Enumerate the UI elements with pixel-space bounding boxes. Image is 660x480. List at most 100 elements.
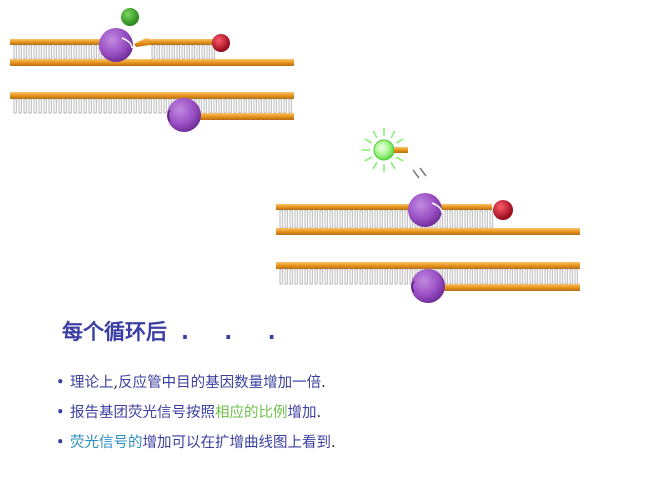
base-pair-tick	[213, 98, 217, 114]
base-pair-tick	[534, 268, 538, 285]
base-pair-tick	[309, 209, 313, 229]
base-pair-tick	[304, 209, 308, 229]
base-pair-tick	[28, 44, 32, 60]
bullet-seg: 荧光信号的	[70, 435, 143, 451]
polymerase-notch	[431, 202, 443, 214]
base-pair-tick	[23, 44, 27, 60]
base-pair-tick	[329, 209, 333, 229]
polymerase-icon	[167, 98, 201, 132]
bullet-seg: .	[316, 405, 322, 421]
template-strand-top	[10, 59, 294, 66]
base-pair-tick	[279, 268, 283, 285]
base-pair-tick	[258, 98, 262, 114]
bullet-dot-icon: •	[56, 375, 65, 391]
base-pair-tick	[479, 209, 483, 229]
base-pair-tick	[344, 268, 348, 285]
bullet-seg: .	[321, 375, 326, 391]
base-pair-tick	[273, 98, 277, 114]
base-pair-tick	[344, 209, 348, 229]
bullet-list: •理论上,反应管中目的基因数量增加一倍. •报告基团荧光信号按照相应的比例增加.…	[56, 368, 336, 458]
quencher-icon	[212, 34, 230, 52]
base-pair-tick	[339, 209, 343, 229]
base-pair-tick	[153, 98, 157, 114]
base-pair-tick	[238, 98, 242, 114]
base-pair-tick	[494, 268, 498, 285]
base-pair-tick	[13, 98, 17, 114]
base-pair-tick	[18, 98, 22, 114]
base-pair-tick	[364, 268, 368, 285]
base-pair-tick	[208, 98, 212, 114]
base-pair-tick	[78, 98, 82, 114]
base-pair-tick	[133, 98, 137, 114]
base-pair-tick	[354, 209, 358, 229]
glow-ray	[364, 156, 373, 162]
base-pair-tick	[243, 98, 247, 114]
base-pair-tick	[474, 209, 478, 229]
polymerase-icon	[99, 28, 133, 62]
base-pair-tick	[83, 44, 87, 60]
glow-ray	[364, 138, 373, 144]
base-pair-tick	[58, 44, 62, 60]
glow-ray	[395, 138, 404, 144]
base-pair-tick	[289, 268, 293, 285]
base-pair-tick	[83, 98, 87, 114]
base-pair-tick	[103, 98, 107, 114]
base-pair-tick	[504, 268, 508, 285]
base-pair-tick	[98, 98, 102, 114]
base-pair-tick	[123, 98, 127, 114]
base-pair-tick	[203, 98, 207, 114]
base-pair-tick	[549, 268, 553, 285]
base-pair-tick	[499, 268, 503, 285]
bullet-seg: 增加	[287, 405, 317, 421]
glow-ray	[395, 156, 404, 162]
base-pair-tick	[484, 268, 488, 285]
base-pair-tick	[374, 209, 378, 229]
base-pair-tick	[43, 98, 47, 114]
base-pair-tick	[449, 268, 453, 285]
base-pair-tick	[33, 98, 37, 114]
base-pair-tick	[539, 268, 543, 285]
base-pair-tick	[23, 98, 27, 114]
reporter-dye-icon	[121, 8, 139, 26]
primer-strand-lower-second	[428, 284, 580, 291]
base-pair-tick	[53, 44, 57, 60]
base-pair-tick	[148, 98, 152, 114]
base-pair-tick	[284, 268, 288, 285]
base-pair-tick	[369, 209, 373, 229]
base-pair-tick	[334, 209, 338, 229]
base-pair-tick	[464, 209, 468, 229]
base-pair-tick	[156, 44, 160, 60]
base-pair-tick	[404, 209, 408, 229]
list-item: •理论上,反应管中目的基因数量增加一倍.	[56, 368, 336, 398]
base-pair-tick	[118, 98, 122, 114]
base-pair-tick	[519, 268, 523, 285]
bullet-seg: 报告基团荧光信号按照	[70, 405, 215, 421]
base-pair-tick	[201, 44, 205, 60]
base-pair-tick	[479, 268, 483, 285]
base-pair-tick	[409, 268, 413, 285]
base-pair-tick	[489, 209, 493, 229]
base-pair-tick	[68, 44, 72, 60]
base-pair-tick	[78, 44, 82, 60]
base-pair-tick	[329, 268, 333, 285]
primer-strand-second	[180, 113, 294, 120]
lower-assembly	[276, 128, 580, 303]
base-pair-tick	[218, 98, 222, 114]
polymerase-notch	[167, 109, 171, 122]
bullet-seg: 理论上	[70, 375, 114, 391]
base-pair-tick	[364, 209, 368, 229]
base-pair-tick	[253, 98, 257, 114]
base-pair-tick	[569, 268, 573, 285]
base-pair-tick	[108, 98, 112, 114]
cleavage-marks	[412, 167, 427, 179]
base-pair-tick	[324, 268, 328, 285]
base-pair-tick	[158, 98, 162, 114]
page-title: 每个循环后. . .	[62, 316, 290, 346]
base-pair-tick	[484, 209, 488, 229]
base-pair-tick	[374, 268, 378, 285]
base-pair-tick	[359, 268, 363, 285]
base-pair-tick	[349, 268, 353, 285]
base-pair-tick	[469, 268, 473, 285]
base-pair-tick	[38, 98, 42, 114]
